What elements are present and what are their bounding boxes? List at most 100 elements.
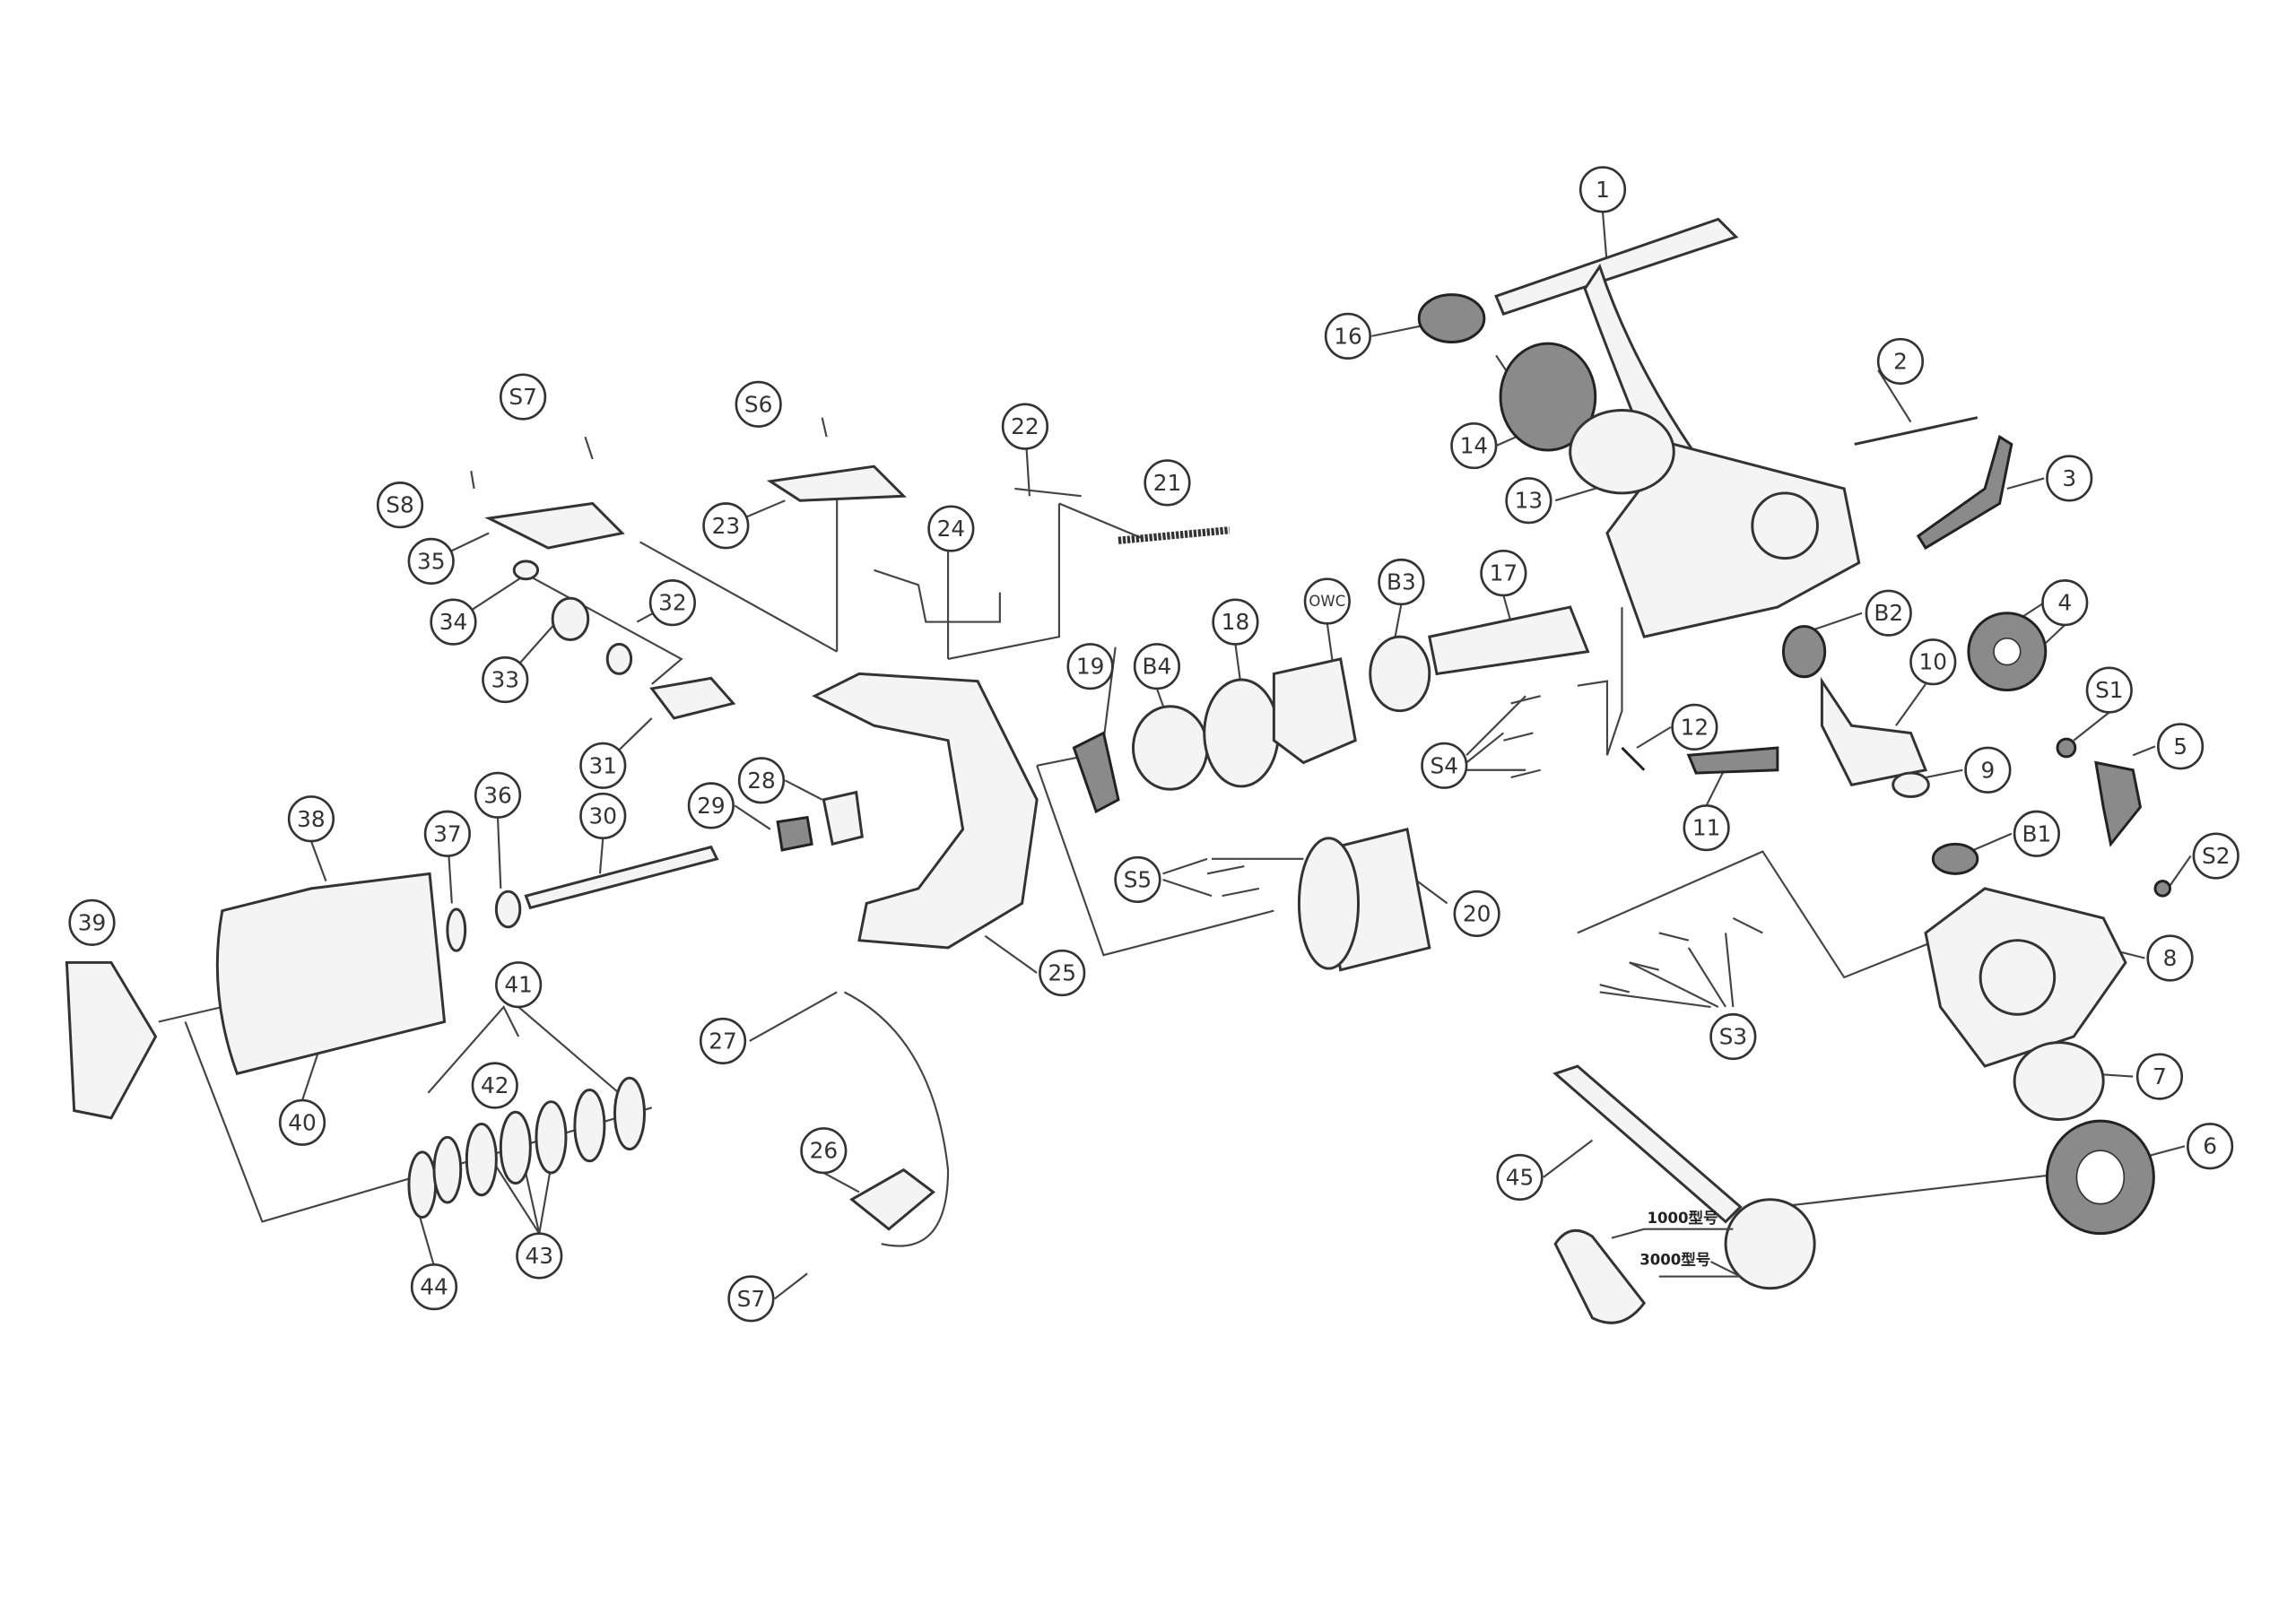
callout-label: B3: [1387, 569, 1416, 595]
callout-11: 11: [1683, 804, 1730, 852]
callout-5: 5: [2156, 723, 2205, 770]
callout-label: S1: [2095, 677, 2123, 703]
part-19: [1072, 731, 1120, 814]
callout-38: 38: [287, 795, 335, 843]
callout-s7-top: S7: [499, 373, 547, 421]
washer: [573, 1088, 606, 1163]
washer: [535, 1100, 568, 1175]
callout-label: 34: [439, 609, 468, 635]
callout-13: 13: [1505, 477, 1552, 525]
washer: [465, 1122, 498, 1197]
callout-25: 25: [1039, 949, 1086, 997]
part-5: [2094, 760, 2143, 847]
callout-label: 17: [1490, 560, 1518, 586]
callout-label: 37: [433, 820, 462, 846]
washer: [613, 1076, 646, 1151]
part-6-bore: [2075, 1150, 2126, 1205]
callout-37: 37: [423, 810, 471, 857]
callout-label: 10: [1919, 649, 1948, 675]
callout-45: 45: [1496, 1153, 1544, 1202]
callout-label: 40: [288, 1109, 317, 1135]
line-roller-26: [849, 1167, 935, 1231]
spool-38: [215, 872, 447, 1076]
callout-s6: S6: [735, 380, 782, 428]
part-22: [1014, 487, 1082, 498]
callout-label: 39: [78, 909, 107, 935]
callout-label: 23: [712, 513, 741, 539]
pinion-17: [1428, 605, 1590, 676]
callout-42: 42: [471, 1062, 518, 1109]
part-10: [1820, 676, 1928, 786]
callout-label: S4: [1431, 752, 1458, 778]
callout-label: 42: [481, 1072, 509, 1098]
callout-label: 11: [1692, 815, 1721, 841]
callout-4: 4: [2041, 579, 2089, 627]
part-s2: [2153, 880, 2171, 898]
callout-2: 2: [1876, 337, 1925, 386]
washer: [407, 1150, 438, 1219]
handle-knob-3000: [1724, 1198, 1816, 1290]
callout-label: B1: [2022, 820, 2052, 846]
callout-label: 26: [810, 1138, 839, 1164]
part-13: [1569, 408, 1675, 495]
callout-label: 4: [2057, 590, 2072, 616]
screws: [470, 417, 1763, 994]
callout-22: 22: [1001, 403, 1049, 450]
callout-b4: B4: [1133, 643, 1181, 690]
callout-label: S2: [2202, 843, 2230, 869]
callout-s5: S5: [1114, 855, 1161, 904]
part-14: [1499, 342, 1597, 452]
note-1000-model: 1000型号: [1648, 1209, 1718, 1227]
callout-label: S6: [744, 391, 772, 417]
callout-33: 33: [482, 655, 529, 704]
callout-label: 16: [1334, 323, 1362, 349]
note-arrow-3000: [1658, 1261, 1742, 1278]
part-33: [551, 596, 590, 641]
callout-label: 7: [2152, 1063, 2167, 1089]
part-28: [822, 790, 864, 846]
part-32: [605, 642, 633, 675]
callout-34: 34: [430, 598, 477, 646]
part-24: [874, 568, 1001, 623]
callout-6: 6: [2187, 1123, 2234, 1170]
callout-label: 22: [1011, 413, 1039, 439]
callout-s8: S8: [376, 482, 424, 529]
part-16: [1417, 293, 1486, 343]
callout-s1: S1: [2085, 666, 2133, 714]
callout-27: 27: [699, 1017, 747, 1065]
part-12: [1621, 746, 1646, 771]
callout-label: 28: [747, 768, 776, 794]
callout-label: 32: [658, 590, 687, 616]
callout-label: 3: [2062, 465, 2076, 491]
callout-21: 21: [1144, 459, 1191, 507]
callout-23: 23: [702, 502, 750, 550]
bearing-b3: [1369, 635, 1431, 713]
callout-30: 30: [579, 792, 627, 840]
callout-s3: S3: [1709, 1012, 1757, 1061]
callout-10: 10: [1909, 638, 1957, 686]
callout-16: 16: [1324, 312, 1372, 360]
callout-label: 12: [1681, 714, 1709, 740]
callout-label: 8: [2163, 945, 2178, 971]
callout-8: 8: [2146, 934, 2194, 982]
callout-label: 38: [297, 806, 326, 832]
part-7: [2013, 1041, 2105, 1121]
callout-17: 17: [1480, 550, 1527, 597]
callout-b3: B3: [1378, 558, 1425, 606]
rotor: [812, 672, 1039, 950]
leader-lines: [158, 212, 2192, 1300]
callout-label: 44: [420, 1274, 448, 1300]
drag-knob-39: [65, 960, 158, 1120]
callout-label: 27: [709, 1028, 737, 1054]
callout-7: 7: [2135, 1053, 2184, 1100]
callout-label: 2: [1893, 348, 1908, 374]
bearing-b4: [1131, 705, 1209, 791]
callout-39: 39: [68, 898, 116, 946]
drag-washers-41-43: [407, 1076, 646, 1219]
nut-29: [776, 815, 813, 852]
washer: [432, 1135, 463, 1204]
callout-label: 29: [697, 793, 726, 819]
part-18: [1203, 678, 1280, 788]
callout-9: 9: [1964, 746, 2012, 794]
